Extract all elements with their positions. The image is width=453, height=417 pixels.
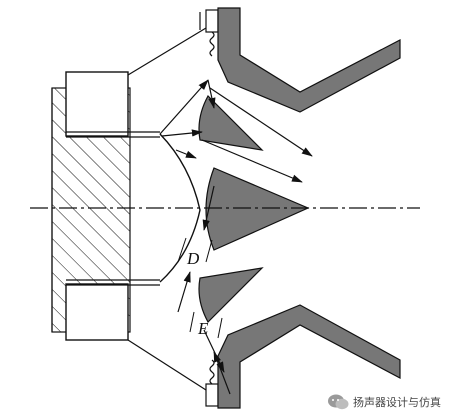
ray-arrow-8 [177, 271, 191, 313]
watermark-text: 扬声器设计与仿真 [353, 396, 441, 409]
horn-body-lower [217, 304, 401, 409]
ray-arrow-9 [203, 329, 225, 373]
wechat-icon [328, 394, 349, 410]
label-e: E [197, 319, 209, 338]
ray-arrow-7 [202, 185, 215, 231]
ray-arrow-10 [213, 351, 231, 395]
watermark: 扬声器设计与仿真 [327, 393, 441, 411]
ray-arrow-4 [161, 129, 203, 137]
horn-body-upper [217, 7, 401, 113]
ray-arrow-6 [175, 149, 197, 159]
top-pole-piece [65, 71, 160, 138]
bottom-suspension [205, 359, 219, 407]
label-d: D [186, 249, 200, 268]
ray-arrow-3 [209, 87, 313, 157]
phase-plug-fin-center [205, 167, 310, 251]
phase-plug-fin-bottom [198, 267, 264, 323]
sound-ray-arrows [159, 79, 313, 395]
dimension-marks [177, 237, 223, 339]
dome-diaphragm [159, 133, 201, 283]
ray-arrow-2 [207, 79, 216, 109]
bottom-pole-piece [65, 279, 160, 341]
phase-plug-fin-top [198, 95, 264, 151]
ray-arrow-1 [159, 79, 209, 135]
horn-outer-walls [127, 27, 207, 391]
top-suspension [199, 9, 219, 57]
ray-arrow-5 [201, 139, 303, 183]
